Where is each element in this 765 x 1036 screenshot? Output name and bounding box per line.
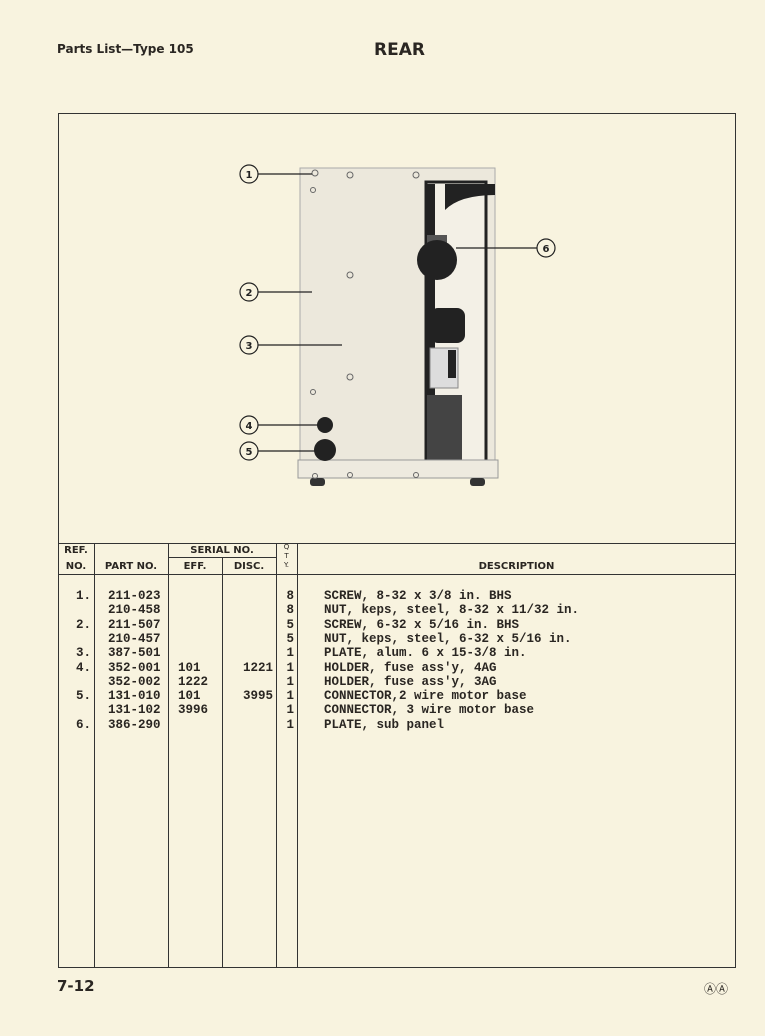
cell-ref: 5.	[75, 689, 91, 704]
col-divider	[168, 543, 169, 968]
cell-part: 386-290	[108, 717, 161, 732]
callout-5: 5	[246, 447, 253, 458]
ref-header-top: REF.	[64, 545, 88, 556]
callout-4: 4	[246, 421, 253, 432]
cell-qty: 1	[286, 674, 294, 689]
qty-header-q: Q	[283, 543, 290, 551]
serial-header: SERIAL NO.	[190, 545, 254, 556]
cell-eff: 3996	[178, 703, 209, 718]
col-divider	[297, 543, 298, 968]
cell-qty: 1	[286, 717, 294, 732]
cell-part: 211-023	[108, 589, 161, 603]
cell-part: 211-507	[108, 617, 161, 632]
cell-qty: 1	[286, 660, 294, 675]
cell-ref: 4.	[75, 660, 91, 675]
cell-part: 387-501	[108, 646, 161, 661]
cell-eff: 101	[178, 660, 201, 675]
qty-header-y: Y.	[283, 561, 290, 569]
cell-disc: 1221	[242, 660, 273, 675]
qty-header: Q T Y.	[276, 543, 297, 570]
header-doc-label: Parts List—Type 105	[57, 42, 194, 56]
cell-part: 210-457	[108, 631, 161, 646]
cell-desc: CONNECTOR, 3 wire motor base	[324, 703, 535, 718]
cell-qty: 1	[286, 646, 294, 661]
rear-photo: 1 2 3 4 5 6	[239, 164, 556, 486]
eff-header: EFF.	[183, 561, 207, 572]
callout-3: 3	[246, 341, 253, 352]
cell-desc: HOLDER, fuse ass'y, 3AG	[324, 674, 497, 689]
page-title: REAR	[374, 40, 425, 60]
col-divider	[276, 543, 277, 968]
table-top-rule	[58, 543, 736, 544]
cell-desc: PLATE, sub panel	[324, 717, 445, 732]
cell-desc: SCREW, 6-32 x 5/16 in. BHS	[324, 617, 520, 632]
callout-6: 6	[543, 244, 550, 255]
col-divider	[222, 557, 223, 968]
callout-2: 2	[246, 288, 253, 299]
cell-desc: CONNECTOR,2 wire motor base	[324, 689, 527, 704]
cell-qty: 5	[286, 631, 294, 646]
description-header: DESCRIPTION	[478, 561, 555, 572]
cell-ref: 3.	[75, 646, 91, 661]
cell-disc: 3995	[242, 689, 273, 704]
qty-header-t: T	[284, 552, 289, 560]
cell-qty: 8	[286, 603, 294, 618]
cell-desc: PLATE, alum. 6 x 15-3/8 in.	[324, 646, 527, 661]
cell-part: 210-458	[108, 603, 161, 618]
cell-qty: 1	[286, 703, 294, 718]
disc-header: DISC.	[233, 561, 265, 572]
cell-qty: 8	[286, 589, 294, 603]
cell-part: 352-001	[108, 660, 161, 675]
cell-part: 131-102	[108, 703, 161, 718]
cell-desc: NUT, keps, steel, 8-32 x 11/32 in.	[324, 603, 580, 618]
cell-eff: 101	[178, 689, 201, 704]
cell-ref: 6.	[75, 717, 91, 732]
table-header-rule	[58, 574, 736, 575]
cell-qty: 1	[286, 689, 294, 704]
cell-part: 131-010	[108, 689, 161, 704]
cell-desc: HOLDER, fuse ass'y, 4AG	[324, 660, 497, 675]
cell-part: 352-002	[108, 674, 161, 689]
col-divider	[94, 543, 95, 968]
callout-1: 1	[246, 170, 253, 181]
parts-frame	[58, 113, 736, 968]
part-header: PART NO.	[104, 561, 158, 572]
cell-desc: SCREW, 8-32 x 3/8 in. BHS	[324, 589, 512, 603]
cell-eff: 1222	[178, 674, 209, 689]
cell-ref: 2.	[75, 617, 91, 632]
cell-ref: 1.	[75, 589, 91, 603]
publisher-logo: ⒶⒶ	[704, 982, 729, 996]
cell-desc: NUT, keps, steel, 6-32 x 5/16 in.	[324, 631, 572, 646]
cell-qty: 5	[286, 617, 294, 632]
page-number: 7-12	[57, 977, 95, 995]
ref-header-bottom: NO.	[65, 561, 87, 572]
